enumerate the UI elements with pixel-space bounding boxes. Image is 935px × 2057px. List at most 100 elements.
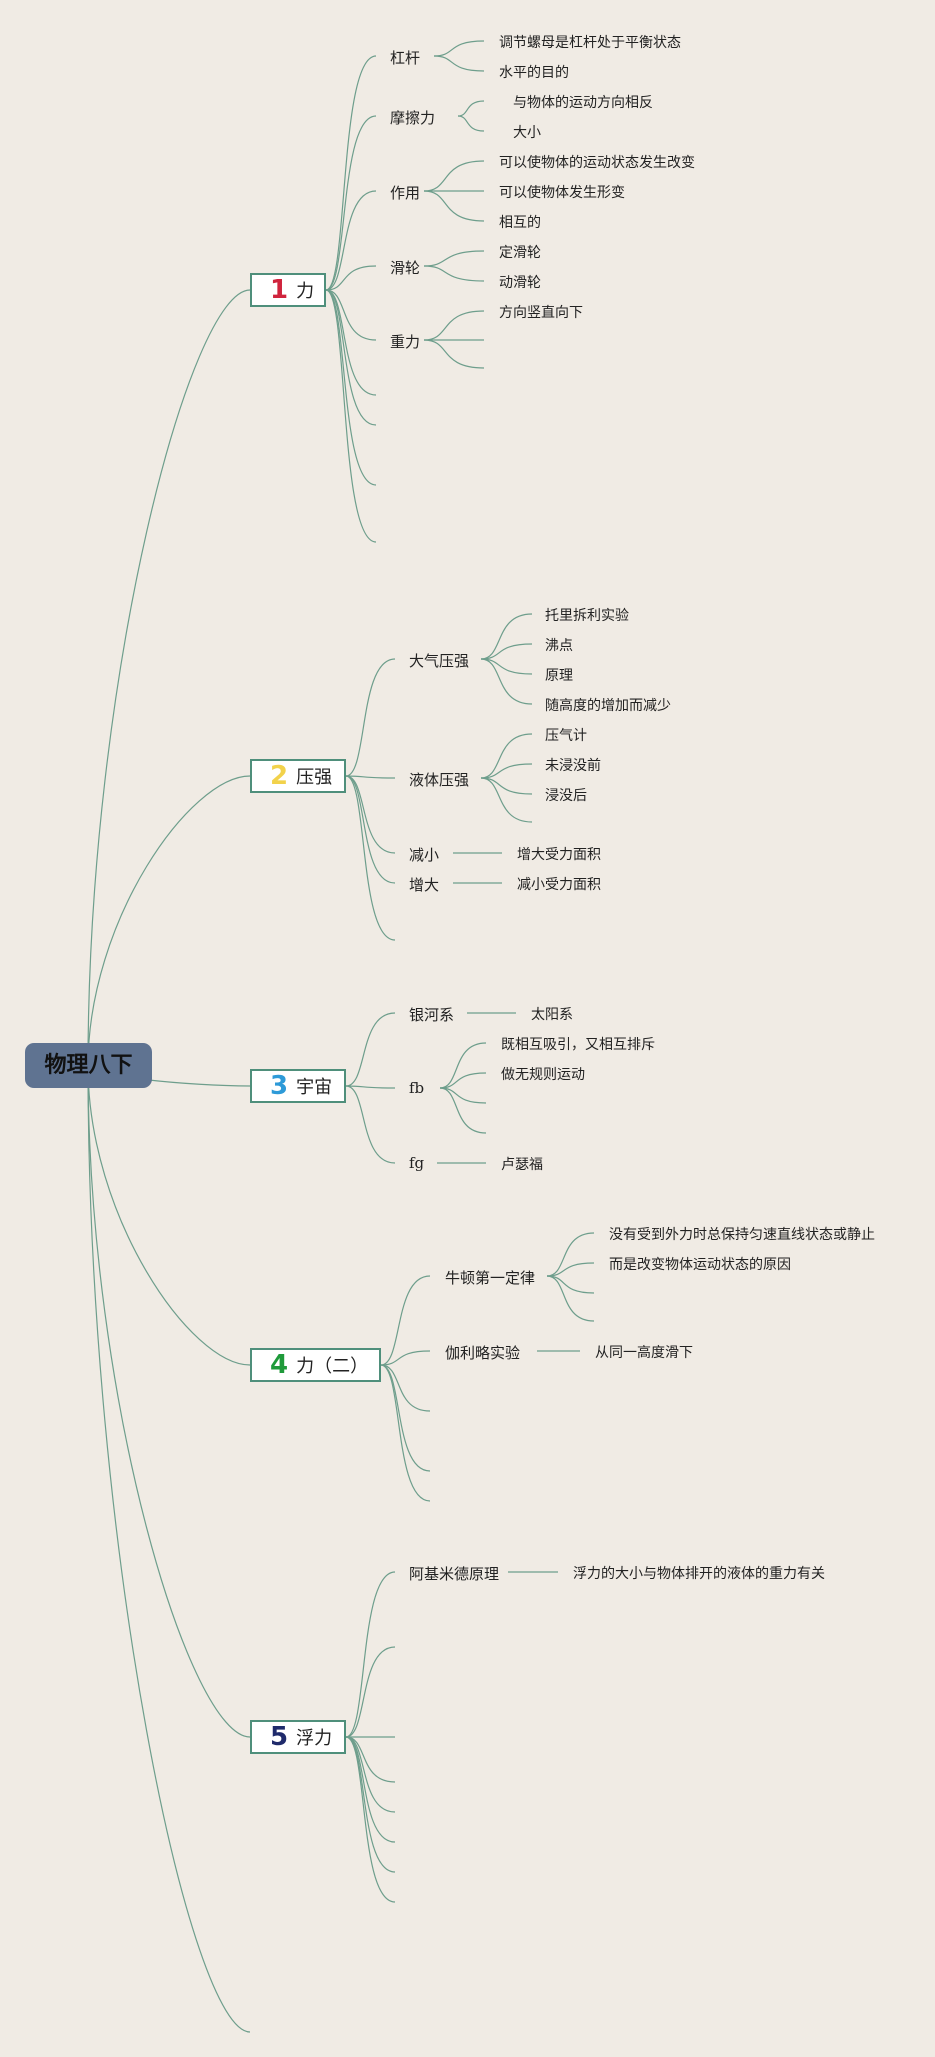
connector: [423, 310, 485, 341]
topic-node[interactable]: 滑轮: [390, 259, 421, 277]
branch-label: 力: [296, 281, 315, 302]
branch-number: 4: [270, 1350, 289, 1380]
connector: [380, 1275, 431, 1366]
topic-node[interactable]: fb: [409, 1079, 425, 1097]
connector: [457, 115, 485, 132]
connector: [345, 1012, 396, 1087]
leaf-node[interactable]: 方向竖直向下: [499, 305, 583, 321]
connector: [325, 190, 377, 291]
connector: [345, 1571, 396, 1738]
connector: [480, 777, 533, 823]
topic-node[interactable]: 摩擦力: [390, 109, 436, 127]
connector: [380, 1364, 431, 1472]
leaf-node[interactable]: 定滑轮: [499, 245, 541, 261]
connector: [325, 115, 377, 291]
leaf-node[interactable]: 调节螺母是杠杆处于平衡状态: [499, 35, 681, 51]
connector: [423, 339, 485, 369]
branch-node-3[interactable]: 3 宇宙: [250, 1069, 346, 1103]
leaf-node[interactable]: 托里拆利实验: [545, 608, 629, 624]
leaf-node[interactable]: 沸点: [545, 638, 573, 654]
connector: [325, 289, 377, 426]
branch-label: 压强: [296, 767, 333, 788]
branch-number: 1: [270, 275, 289, 305]
connector: [423, 160, 485, 192]
connector: [345, 775, 396, 779]
leaf-node[interactable]: 原理: [545, 668, 573, 684]
branch-node-1[interactable]: 1 力: [250, 273, 326, 307]
connector: [345, 1085, 396, 1089]
connector: [439, 1072, 487, 1089]
connector: [546, 1232, 595, 1277]
topic-node[interactable]: 牛顿第一定律: [445, 1269, 536, 1287]
connector: [325, 289, 377, 543]
connector: [345, 1736, 396, 1873]
branch-node-2[interactable]: 2 压强: [250, 759, 346, 793]
leaf-node[interactable]: 可以使物体的运动状态发生改变: [499, 155, 695, 171]
connector: [325, 265, 377, 291]
topic-node[interactable]: 作用: [390, 184, 421, 202]
connector: [480, 613, 533, 660]
leaf-node[interactable]: 做无规则运动: [501, 1067, 585, 1083]
branch-number: 5: [270, 1722, 289, 1752]
leaf-node[interactable]: 可以使物体发生形变: [499, 185, 625, 201]
connector: [480, 763, 533, 779]
connector: [439, 1042, 487, 1089]
connector: [480, 643, 533, 660]
topic-node[interactable]: 大气压强: [409, 652, 470, 670]
connector: [345, 775, 396, 884]
connector: [345, 1736, 396, 1813]
connector: [439, 1087, 487, 1134]
leaf-node[interactable]: 从同一高度滑下: [595, 1345, 693, 1361]
topic-node[interactable]: 阿基米德原理: [409, 1565, 500, 1583]
connector: [457, 100, 485, 117]
leaf-node[interactable]: 相互的: [499, 215, 541, 231]
connector: [87, 1065, 251, 2033]
leaf-node[interactable]: 大小: [513, 125, 541, 141]
topic-node[interactable]: 重力: [390, 333, 421, 351]
leaf-node[interactable]: 增大受力面积: [517, 847, 601, 863]
branch-node-4[interactable]: 4 力（二）: [250, 1348, 381, 1382]
branch-number: 2: [270, 761, 289, 791]
leaf-node[interactable]: 而是改变物体运动状态的原因: [609, 1257, 791, 1273]
root-node[interactable]: 物理八下: [25, 1043, 152, 1088]
leaf-node[interactable]: 既相互吸引，又相互排斥: [501, 1037, 655, 1053]
topic-node[interactable]: 增大: [409, 876, 440, 894]
connector: [87, 289, 251, 1067]
connector: [87, 1065, 251, 1738]
branch-label: 力（二）: [296, 1356, 369, 1377]
topic-node[interactable]: fg: [409, 1154, 425, 1172]
leaf-node[interactable]: 未浸没前: [545, 758, 601, 774]
branch-node-5[interactable]: 5 浮力: [250, 1720, 346, 1754]
leaf-node[interactable]: 没有受到外力时总保持匀速直线状态或静止: [609, 1227, 875, 1243]
topic-node[interactable]: 液体压强: [409, 771, 470, 789]
leaf-node[interactable]: 浮力的大小与物体排开的液体的重力有关: [573, 1566, 825, 1582]
leaf-node[interactable]: 动滑轮: [499, 275, 541, 291]
branch-label: 浮力: [296, 1728, 333, 1749]
topic-node[interactable]: 伽利略实验: [445, 1344, 521, 1362]
leaf-node[interactable]: 压气计: [545, 728, 587, 744]
connector: [345, 1736, 396, 1843]
connector: [433, 40, 485, 57]
connector: [87, 1065, 251, 1366]
connector: [546, 1275, 595, 1322]
connector: [325, 289, 377, 396]
connector: [380, 1350, 431, 1366]
topic-node[interactable]: 杠杆: [390, 49, 421, 67]
topic-node[interactable]: 银河系: [409, 1006, 455, 1024]
leaf-node[interactable]: 减小受力面积: [517, 877, 601, 893]
leaf-node[interactable]: 太阳系: [531, 1007, 573, 1023]
leaf-node[interactable]: 卢瑟福: [501, 1157, 543, 1173]
topic-node[interactable]: 减小: [409, 846, 440, 864]
connector: [345, 775, 396, 941]
connector: [380, 1364, 431, 1412]
branch-label: 宇宙: [296, 1077, 333, 1098]
leaf-node[interactable]: 水平的目的: [499, 65, 569, 81]
leaf-node[interactable]: 随高度的增加而减少: [545, 698, 671, 714]
connector: [325, 55, 377, 291]
connector: [345, 775, 396, 854]
connector: [345, 1736, 396, 1783]
leaf-node[interactable]: 浸没后: [545, 788, 587, 804]
leaf-node[interactable]: 与物体的运动方向相反: [513, 95, 653, 111]
